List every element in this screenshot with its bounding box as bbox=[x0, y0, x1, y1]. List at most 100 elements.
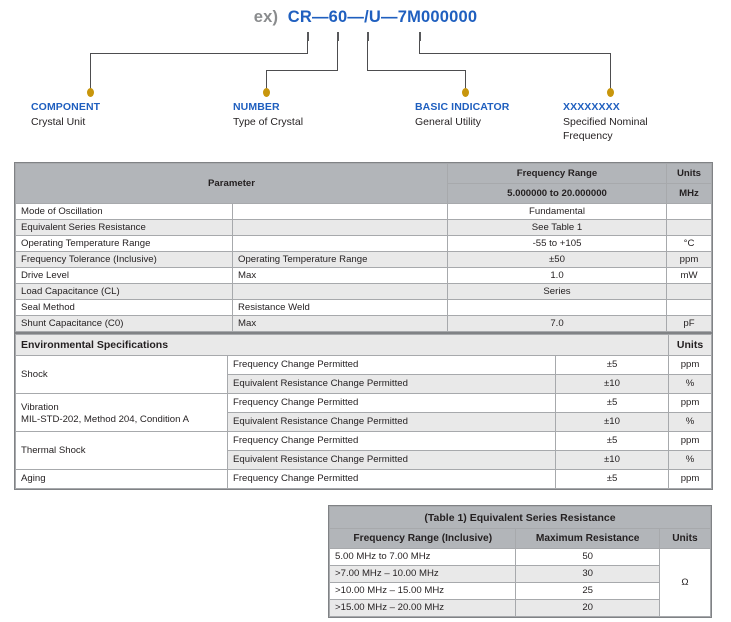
table-row: Seal Method Resistance Weld bbox=[15, 299, 712, 316]
env-group-subname: MIL-STD-202, Method 204, Condition A bbox=[21, 413, 189, 425]
leader-line-4-stem bbox=[419, 41, 420, 54]
callout-frequency-title: XXXXXXXX bbox=[563, 101, 620, 113]
header-units: Units bbox=[666, 163, 712, 184]
environmental-specifications-table: Environmental Specifications Units Shock… bbox=[14, 333, 714, 490]
env-header-title: Environmental Specifications bbox=[14, 334, 670, 356]
esr-resistance: 50 bbox=[515, 548, 660, 566]
leader-line-4-drop bbox=[610, 53, 611, 91]
callout-component-title: COMPONENT bbox=[31, 101, 101, 113]
callout-basic-indicator: BASIC INDICATOR General Utility bbox=[415, 101, 560, 129]
header-frequency-range: Frequency Range bbox=[447, 163, 667, 184]
env-value: ±10 bbox=[554, 450, 670, 470]
spec-units bbox=[666, 299, 712, 316]
spec-parameter: Frequency Tolerance (Inclusive) bbox=[15, 251, 233, 268]
callout-frequency: XXXXXXXX Specified Nominal Frequency bbox=[563, 101, 663, 143]
spec-value: 1.0 bbox=[447, 267, 667, 284]
env-criterion: Equivalent Resistance Change Permitted bbox=[227, 450, 556, 470]
env-criterion: Frequency Change Permitted bbox=[227, 393, 556, 413]
esr-range: >15.00 MHz – 20.00 MHz bbox=[328, 599, 517, 617]
env-group-name: Shock bbox=[15, 355, 228, 394]
spec-units: pF bbox=[666, 315, 712, 332]
spec-units: ppm bbox=[666, 251, 712, 268]
env-units: % bbox=[668, 412, 713, 432]
esr-title: (Table 1) Equivalent Series Resistance bbox=[329, 506, 711, 529]
esr-col-units: Units bbox=[658, 528, 712, 549]
specification-table: Parameter Frequency Range Units 5.000000… bbox=[14, 162, 713, 333]
esr-resistance: 25 bbox=[515, 582, 660, 600]
env-units: % bbox=[668, 374, 713, 394]
spec-parameter: Operating Temperature Range bbox=[15, 235, 233, 252]
leader-line-2-drop bbox=[266, 70, 267, 91]
spec-units bbox=[666, 219, 712, 236]
table-row: Vibration MIL-STD-202, Method 204, Condi… bbox=[15, 393, 713, 432]
spec-value: ±50 bbox=[447, 251, 667, 268]
env-units: ppm bbox=[668, 431, 713, 451]
callout-dot-1 bbox=[87, 88, 94, 97]
esr-resistance: 30 bbox=[515, 565, 660, 583]
esr-header-row: Frequency Range (Inclusive) Maximum Resi… bbox=[328, 528, 712, 549]
spec-parameter: Equivalent Series Resistance bbox=[15, 219, 233, 236]
table-row: >10.00 MHz – 15.00 MHz 25 bbox=[328, 582, 711, 600]
env-criterion: Frequency Change Permitted bbox=[227, 431, 556, 451]
esr-range: >10.00 MHz – 15.00 MHz bbox=[328, 582, 517, 600]
callout-component-sub: Crystal Unit bbox=[31, 116, 86, 128]
table-row: Equivalent Resistance Change Permitted ±… bbox=[15, 450, 713, 470]
esr-range: 5.00 MHz to 7.00 MHz bbox=[328, 548, 517, 566]
env-value: ±5 bbox=[554, 355, 670, 375]
callout-dot-3 bbox=[462, 88, 469, 97]
table-row: Load Capacitance (CL) Series bbox=[15, 283, 712, 300]
spec-parameter: Mode of Oscillation bbox=[15, 203, 233, 220]
esr-units: Ω bbox=[658, 548, 712, 617]
spec-parameter: Drive Level bbox=[15, 267, 233, 284]
env-value: ±5 bbox=[554, 431, 670, 451]
esr-resistance: 20 bbox=[515, 599, 660, 617]
spec-value: 7.0 bbox=[447, 315, 667, 332]
env-header-row: Environmental Specifications Units bbox=[14, 334, 713, 356]
callout-basic-indicator-title: BASIC INDICATOR bbox=[415, 101, 510, 113]
spec-parameter: Seal Method bbox=[15, 299, 233, 316]
header-frequency-range-value: 5.000000 to 20.000000 bbox=[447, 183, 667, 204]
table-row: Equivalent Series Resistance See Table 1 bbox=[15, 219, 712, 236]
spec-condition bbox=[232, 219, 448, 236]
env-group-name: Vibration bbox=[21, 401, 59, 413]
leader-line-3-stem bbox=[367, 41, 368, 71]
env-criterion: Equivalent Resistance Change Permitted bbox=[227, 374, 556, 394]
callout-dot-2 bbox=[263, 88, 270, 97]
part-number-code: CR—60—/U—7M000000 bbox=[287, 8, 478, 26]
spec-value: -55 to +105 bbox=[447, 235, 667, 252]
spec-condition bbox=[232, 235, 448, 252]
env-criterion: Frequency Change Permitted bbox=[227, 469, 556, 489]
env-group-name: Thermal Shock bbox=[15, 431, 228, 470]
callout-component: COMPONENT Crystal Unit bbox=[31, 101, 221, 129]
callout-basic-indicator-sub: General Utility bbox=[415, 116, 481, 128]
leader-line-2-stem bbox=[337, 41, 338, 71]
spec-units bbox=[666, 203, 712, 220]
leader-line-4-run bbox=[419, 53, 611, 54]
callout-frequency-sub: Specified Nominal Frequency bbox=[563, 116, 648, 142]
spec-units: mW bbox=[666, 267, 712, 284]
part-number-diagram: ex) CR—60—/U—7M000000 COMPONENT Crystal … bbox=[0, 0, 731, 150]
table-row: Thermal Shock Frequency Change Permitted… bbox=[15, 431, 713, 470]
spec-value: Fundamental bbox=[447, 203, 667, 220]
table-row: >15.00 MHz – 20.00 MHz 20 bbox=[328, 599, 711, 617]
env-criterion: Equivalent Resistance Change Permitted bbox=[227, 412, 556, 432]
spec-value: See Table 1 bbox=[447, 219, 667, 236]
spec-parameter: Shunt Capacitance (C0) bbox=[15, 315, 233, 332]
env-criterion: Frequency Change Permitted bbox=[227, 355, 556, 375]
leader-line-3-drop bbox=[465, 70, 466, 91]
env-header-units: Units bbox=[668, 334, 713, 356]
spec-condition: Resistance Weld bbox=[232, 299, 448, 316]
part-number-title: ex) CR—60—/U—7M000000 bbox=[0, 8, 731, 27]
env-units: ppm bbox=[668, 393, 713, 413]
env-group-name: Aging bbox=[15, 469, 228, 489]
spec-condition bbox=[232, 283, 448, 300]
spec-condition: Max bbox=[232, 267, 448, 284]
spec-value bbox=[447, 299, 667, 316]
env-group-vibration: Vibration MIL-STD-202, Method 204, Condi… bbox=[15, 393, 228, 432]
env-units: ppm bbox=[668, 355, 713, 375]
callout-dot-4 bbox=[607, 88, 614, 97]
esr-title-row: (Table 1) Equivalent Series Resistance bbox=[329, 506, 711, 529]
leader-line-1-stem bbox=[307, 41, 308, 54]
header-parameter: Parameter bbox=[15, 163, 448, 204]
env-value: ±5 bbox=[554, 469, 670, 489]
